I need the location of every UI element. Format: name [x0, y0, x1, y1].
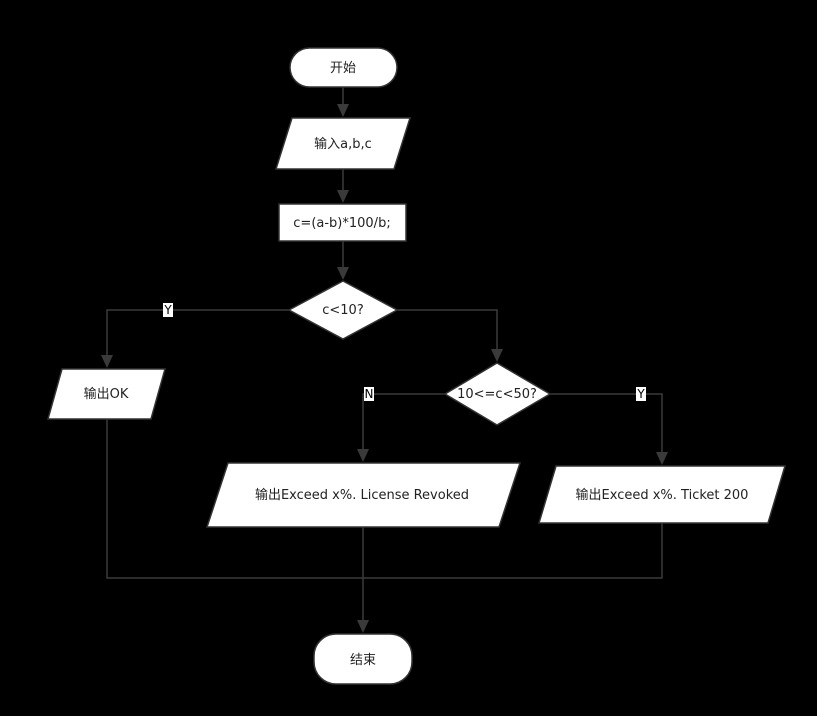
edge-label-bg-cond2-no [364, 387, 374, 401]
arrowhead-out-ok [101, 355, 113, 368]
edges [101, 87, 668, 633]
decision-c-range-label: 10<=c<50? [457, 387, 537, 402]
output-revoked-parallelogram-shape [205, 462, 522, 528]
start-terminal-shape [289, 47, 398, 88]
output-ok-label: 输出OK [84, 386, 129, 402]
decision-diamond-shape [287, 280, 399, 340]
arrowhead-compute [337, 190, 349, 203]
output-ok-node[interactable]: 输出OK [47, 368, 166, 420]
edge-out-ok-merge [106, 419, 363, 579]
arrowhead-cond2 [491, 349, 503, 362]
decision-c-less-10-label: c<10? [322, 303, 363, 318]
arrowhead-out-revoked [357, 449, 369, 462]
end-node[interactable]: 结束 [313, 633, 413, 685]
edge-cond2-yes [550, 393, 663, 456]
output-ticket-label: 输出Exceed x%. Ticket 200 [576, 487, 749, 503]
input-node[interactable]: 输入a,b,c [274, 117, 412, 170]
start-label: 开始 [330, 61, 356, 76]
output-ticket-parallelogram-shape [537, 465, 787, 524]
output-revoked-node[interactable]: 输出Exceed x%. License Revoked [205, 462, 522, 528]
edge-cond2-no [362, 393, 445, 453]
arrowhead-end [357, 620, 369, 633]
compute-label: c=(a-b)*100/b; [293, 216, 390, 231]
edge-label-bg-cond2-yes [636, 387, 646, 401]
edge-cond1-no [397, 309, 498, 353]
output-ticket-node[interactable]: 输出Exceed x%. Ticket 200 [537, 465, 787, 524]
output-ok-parallelogram-shape [47, 368, 166, 420]
arrowhead-input [337, 104, 349, 117]
edge-label-bg-cond1-yes [163, 303, 173, 317]
compute-process-shape [278, 203, 407, 242]
end-terminal-shape [313, 633, 413, 685]
arrowhead-cond1 [337, 267, 349, 280]
edge-label-cond2-no: N [365, 387, 374, 401]
input-label: 输入a,b,c [314, 136, 372, 152]
edge-labels: Y N Y [163, 303, 646, 401]
nodes: 开始 输入a,b,c c=(a-b)*100/b; c<10? 输出OK 10<… [47, 47, 787, 685]
decision-c-less-10[interactable]: c<10? [287, 280, 399, 340]
edge-label-cond1-yes: Y [163, 303, 172, 317]
edge-cond1-yes [106, 309, 289, 359]
input-parallelogram-shape [274, 117, 412, 170]
arrowhead-out-ticket [656, 452, 668, 465]
edge-label-cond2-yes: Y [636, 387, 645, 401]
decision-range-diamond-shape [443, 362, 552, 426]
output-revoked-label: 输出Exceed x%. License Revoked [255, 487, 469, 503]
compute-node[interactable]: c=(a-b)*100/b; [278, 203, 407, 242]
end-label: 结束 [350, 653, 376, 668]
start-node[interactable]: 开始 [289, 47, 398, 88]
decision-c-range[interactable]: 10<=c<50? [443, 362, 552, 426]
edge-out-ticket-merge [363, 523, 663, 579]
